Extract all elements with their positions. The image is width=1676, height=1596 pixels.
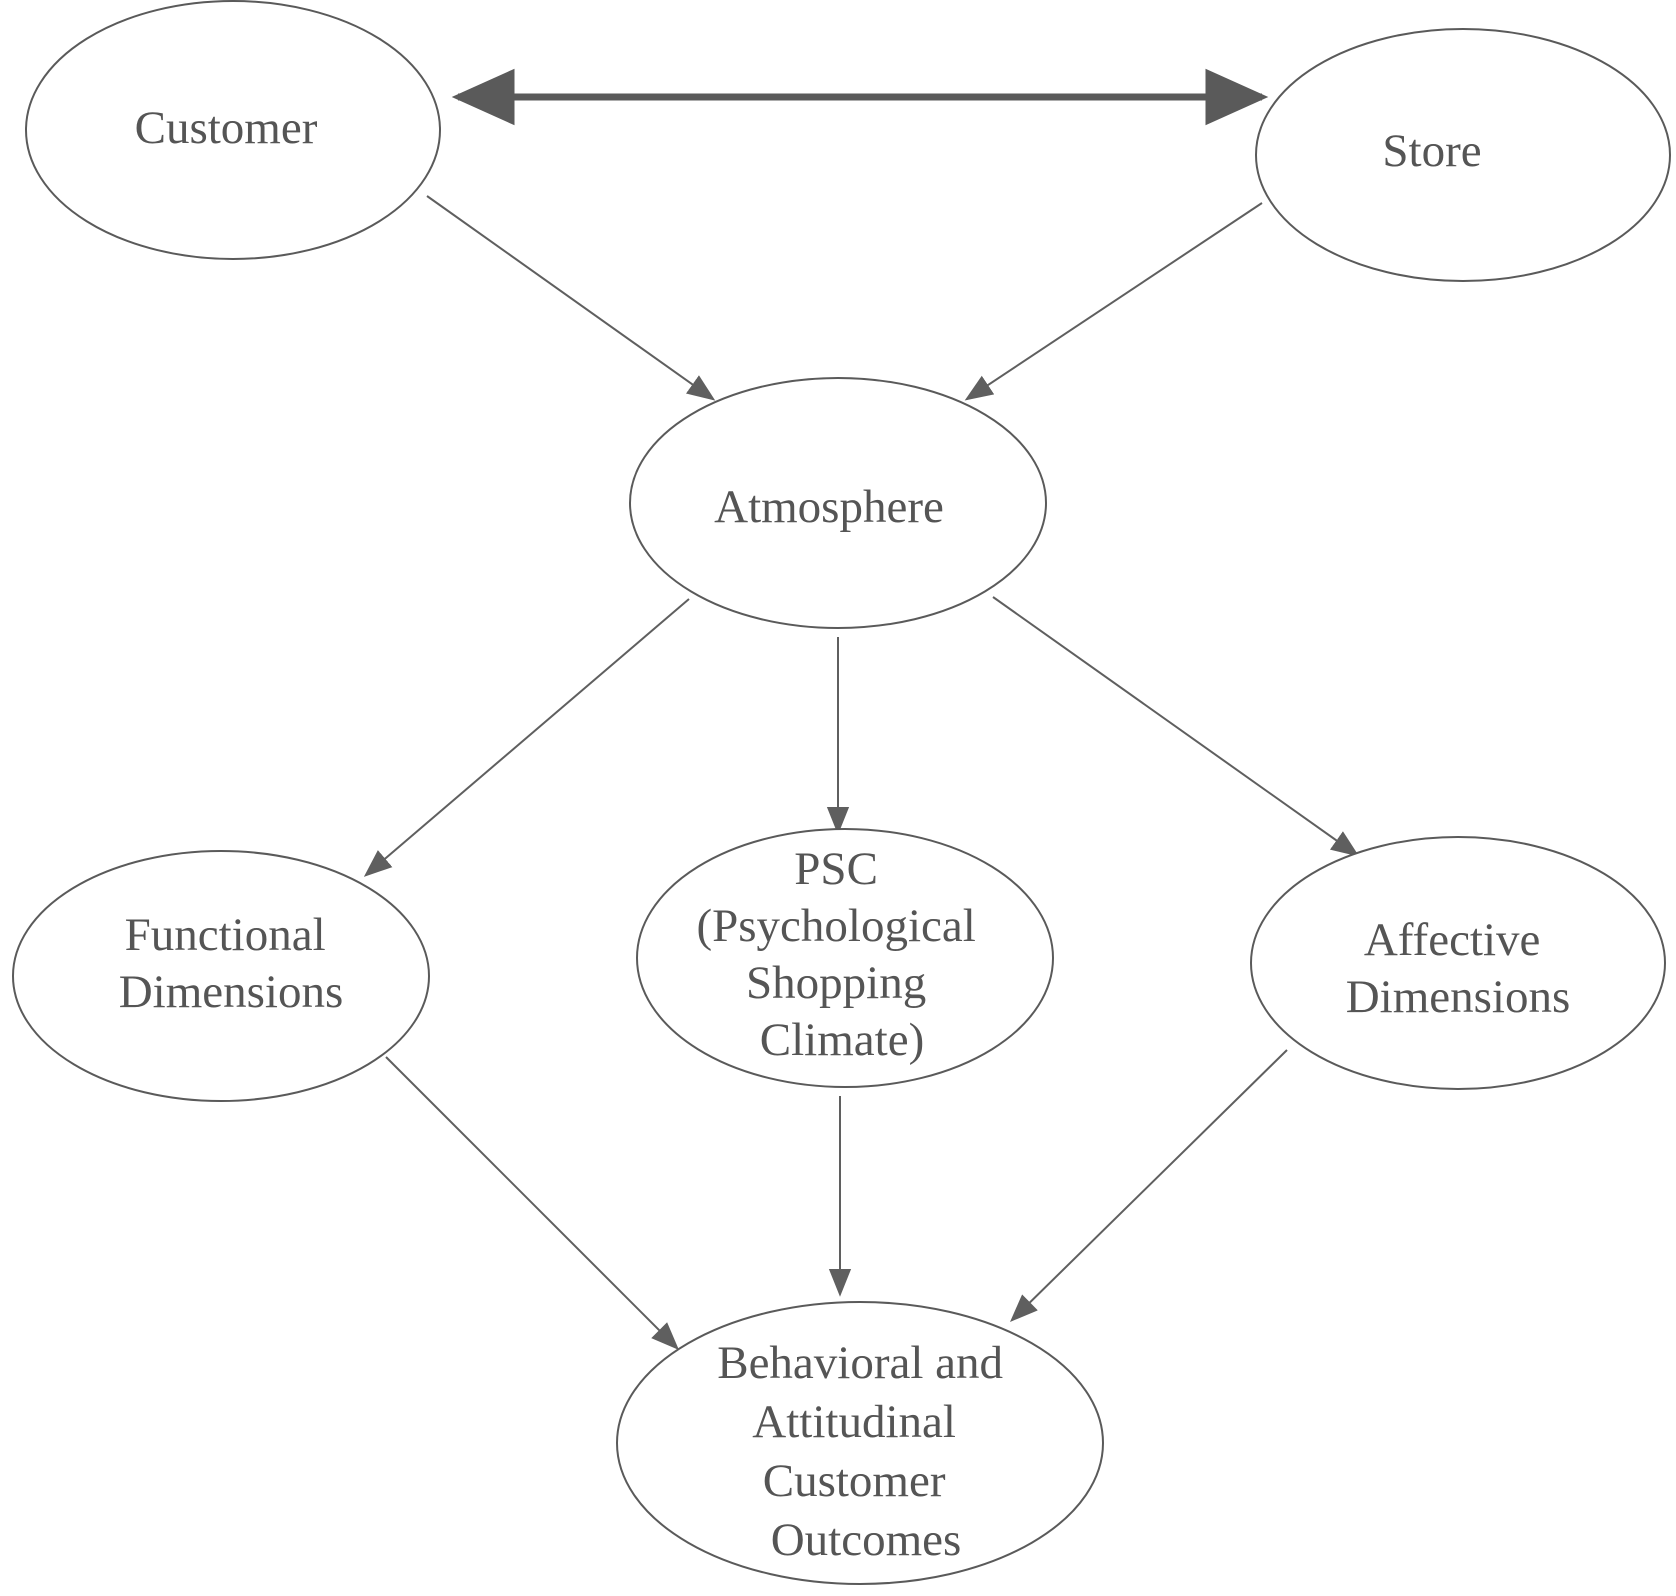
affective-dimensions-node: Affective Dimensions [1250, 836, 1666, 1090]
atmosphere-to-functional-arrow [363, 598, 690, 877]
affective-to-outcomes-arrow [1010, 1049, 1288, 1322]
outcomes-label-line-3: Customer [763, 1455, 946, 1507]
svg-text:Store: Store [1382, 125, 1481, 177]
outcomes-label-line-2: Attitudinal [752, 1396, 956, 1448]
psc-label-line-3: Shopping [746, 957, 926, 1009]
customer-to-atmosphere-arrow [426, 195, 716, 401]
customer-label: Customer [135, 102, 318, 154]
psc-label-line-2: (Psychological [696, 900, 975, 952]
customer-node: Customer [25, 0, 441, 260]
svg-text:Behavioral and Attitud: Behavioral and Attitudinal Customer Outc… [717, 1337, 1015, 1566]
functional-to-outcomes-arrow [385, 1056, 679, 1350]
psc-node: PSC (Psychological Shopping Climate) [636, 828, 1054, 1088]
store-to-atmosphere-arrow [964, 202, 1263, 401]
atmosphere-to-affective-arrow [992, 596, 1360, 857]
outcomes-label-line-4: Outcomes [771, 1514, 962, 1566]
psc-label-line-1: PSC [794, 843, 878, 895]
psc-label-line-4: Climate) [760, 1014, 924, 1066]
svg-text:Affective Dimensions: Affective Dimensions [1346, 914, 1571, 1023]
affective-label-line-2: Dimensions [1346, 971, 1571, 1023]
svg-text:Functional Dimensions: Functional Dimensions [119, 909, 344, 1018]
functional-dimensions-node: Functional Dimensions [12, 850, 430, 1102]
functional-label-line-1: Functional [125, 909, 326, 961]
store-node: Store [1255, 28, 1671, 282]
outcomes-node: Behavioral and Attitudinal Customer Outc… [616, 1301, 1104, 1585]
functional-label-line-2: Dimensions [119, 966, 344, 1018]
svg-text:PSC (Psychological: PSC (Psychological Shopping Climate) [696, 843, 987, 1066]
atmosphere-label: Atmosphere [714, 481, 944, 533]
store-label: Store [1382, 125, 1481, 177]
affective-label-line-1: Affective [1364, 914, 1541, 966]
outcomes-label-line-1: Behavioral and [717, 1337, 1003, 1389]
svg-text:Atmosphere: Atmosphere [714, 481, 944, 533]
atmosphere-node: Atmosphere [629, 377, 1047, 629]
svg-text:Customer: Customer [135, 102, 318, 154]
